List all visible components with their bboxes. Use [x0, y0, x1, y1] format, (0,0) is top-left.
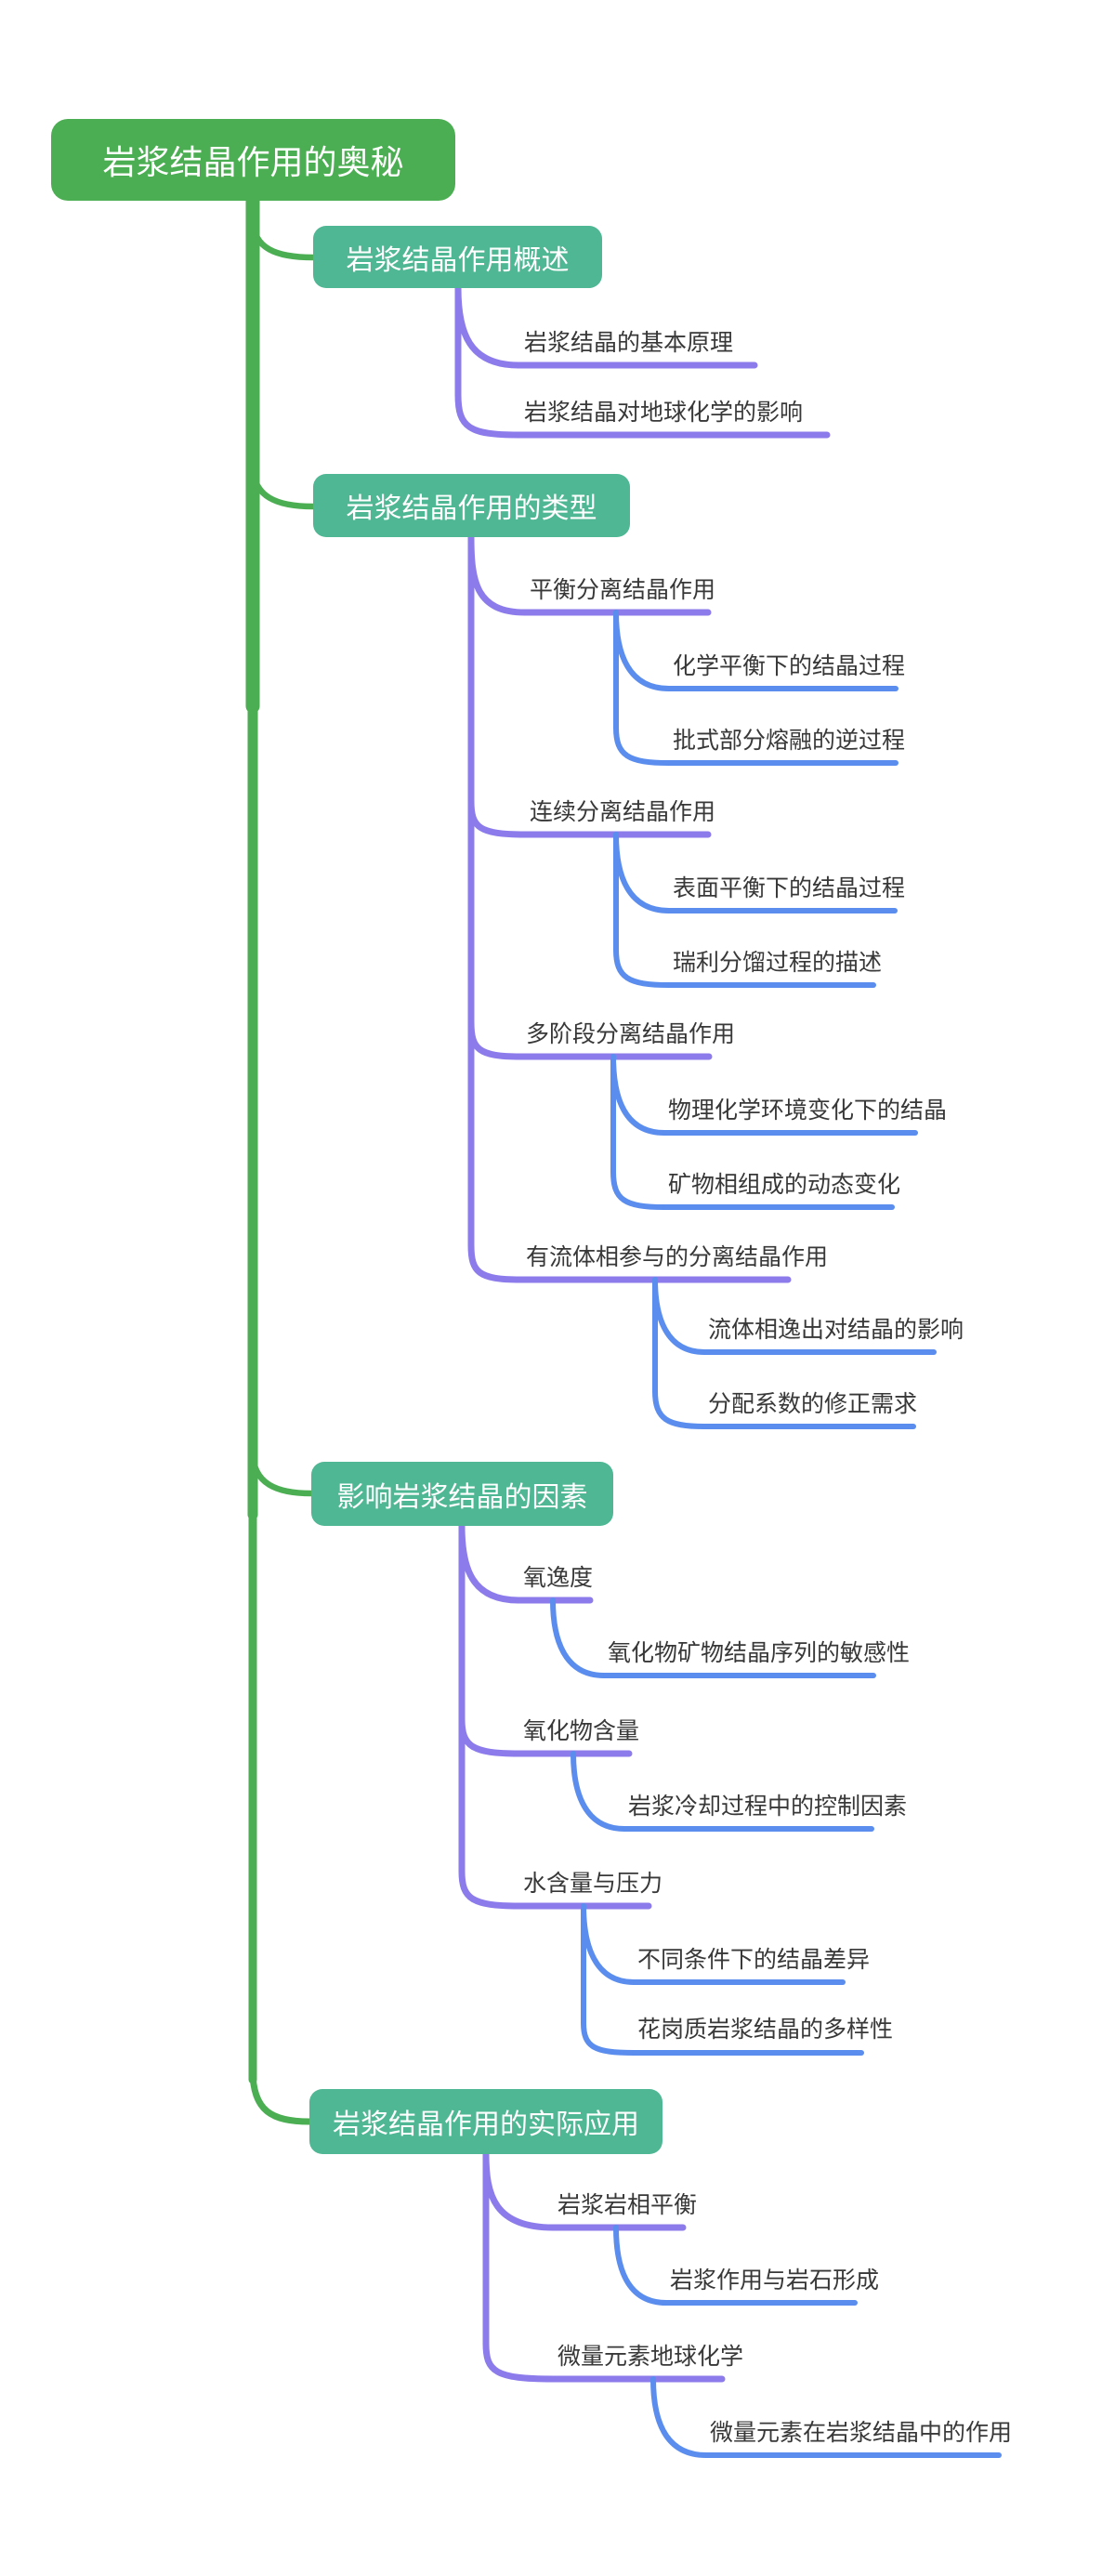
node-magmatism-rock-formation[interactable]: 岩浆作用与岩石形成 [670, 2267, 880, 2293]
connector-types-child-2 [467, 533, 524, 1060]
node-factors[interactable]: 影响岩浆结晶的因素 [311, 1462, 613, 1526]
connector-fluid-child-0 [652, 1277, 707, 1355]
connector-factors-child-1 [458, 1522, 522, 1757]
node-batch-melting-inverse[interactable]: 批式部分熔融的逆过程 [673, 728, 906, 754]
node-crystallization-differences[interactable]: 不同条件下的结晶差异 [637, 1947, 871, 1973]
node-chemical-equilibrium-process[interactable]: 化学平衡下的结晶过程 [673, 653, 906, 679]
node-physicochemical-environment[interactable]: 物理化学环境变化下的结晶 [668, 1097, 948, 1124]
connector-factors-child-2 [458, 1522, 522, 1910]
connector-factors-child-0 [458, 1522, 522, 1604]
connector-root-to-types [249, 461, 317, 510]
connector-fluid-child-1 [652, 1277, 707, 1429]
connector-phase-equilibrium-child-0 [613, 2225, 669, 2306]
connector-multistage-child-1 [610, 1054, 667, 1210]
node-root-label: 岩浆结晶作用的奥秘 [102, 143, 404, 181]
connector-types-child-1 [467, 533, 529, 838]
node-partition-coefficient-correction[interactable]: 分配系数的修正需求 [708, 1391, 918, 1417]
connector-overview-child-1 [454, 284, 522, 439]
node-types[interactable]: 岩浆结晶作用的类型 [313, 474, 630, 537]
node-trace-element-geochemistry[interactable]: 微量元素地球化学 [558, 2344, 744, 2370]
connector-applications-child-0 [482, 2150, 557, 2231]
connector-trace-element-child-0 [650, 2376, 709, 2458]
connector-continuous-child-1 [613, 832, 672, 988]
node-mineral-phase-dynamics[interactable]: 矿物相组成的动态变化 [668, 1172, 901, 1198]
node-root[interactable]: 岩浆结晶作用的奥秘 [51, 119, 455, 201]
connector-overview-child-0 [454, 284, 522, 369]
connector-applications-child-1 [482, 2150, 557, 2383]
node-rayleigh-fractionation[interactable]: 瑞利分馏过程的描述 [673, 950, 883, 976]
node-types-label: 岩浆结晶作用的类型 [346, 493, 597, 524]
node-phase-equilibrium[interactable]: 岩浆岩相平衡 [558, 2192, 698, 2218]
node-applications-label: 岩浆结晶作用的实际应用 [333, 2109, 639, 2140]
connector-multistage-child-0 [610, 1054, 667, 1136]
node-magma-cooling-control[interactable]: 岩浆冷却过程中的控制因素 [628, 1794, 908, 1820]
connector-root-to-overview [249, 215, 317, 261]
connector-continuous-child-0 [613, 832, 672, 913]
node-oxygen-fugacity[interactable]: 氧逸度 [523, 1565, 594, 1591]
node-basic-principles[interactable]: 岩浆结晶的基本原理 [524, 330, 734, 356]
connector-water-pressure-child-1 [581, 1903, 636, 2056]
node-geochemical-impact[interactable]: 岩浆结晶对地球化学的影响 [524, 400, 804, 426]
connector-equilibrium-child-0 [613, 610, 672, 691]
node-factors-label: 影响岩浆结晶的因素 [336, 1481, 588, 1513]
node-surface-equilibrium-process[interactable]: 表面平衡下的结晶过程 [673, 875, 906, 901]
connector-types-child-3 [467, 533, 524, 1283]
node-fluid-escape-influence[interactable]: 流体相逸出对结晶的影响 [708, 1317, 964, 1343]
connector-water-pressure-child-0 [581, 1903, 636, 1985]
node-fluid-phase-crystallization[interactable]: 有流体相参与的分离结晶作用 [526, 1244, 829, 1270]
node-continuous-crystallization[interactable]: 连续分离结晶作用 [530, 799, 716, 825]
connector-equilibrium-child-1 [613, 610, 672, 766]
node-overview[interactable]: 岩浆结晶作用概述 [313, 226, 602, 288]
node-multistage-crystallization[interactable]: 多阶段分离结晶作用 [526, 1021, 736, 1047]
connector-oxide-content-child-0 [571, 1751, 627, 1832]
connector-root-to-applications [249, 2067, 313, 2125]
node-equilibrium-crystallization[interactable]: 平衡分离结晶作用 [530, 577, 716, 603]
node-overview-label: 岩浆结晶作用概述 [346, 244, 570, 276]
node-applications[interactable]: 岩浆结晶作用的实际应用 [309, 2089, 662, 2154]
connector-types-child-0 [467, 533, 529, 616]
node-granitic-diversity[interactable]: 花岗质岩浆结晶的多样性 [637, 2017, 894, 2043]
node-water-pressure[interactable]: 水含量与压力 [523, 1871, 663, 1897]
node-oxide-crystallization-sensitivity[interactable]: 氧化物矿物结晶序列的敏感性 [608, 1640, 911, 1666]
node-oxide-content[interactable]: 氧化物含量 [523, 1718, 640, 1744]
connector-root-to-factors [249, 1448, 315, 1497]
node-trace-element-role[interactable]: 微量元素在岩浆结晶中的作用 [710, 2420, 1013, 2446]
connector-oxygen-fugacity-child-0 [550, 1597, 607, 1678]
